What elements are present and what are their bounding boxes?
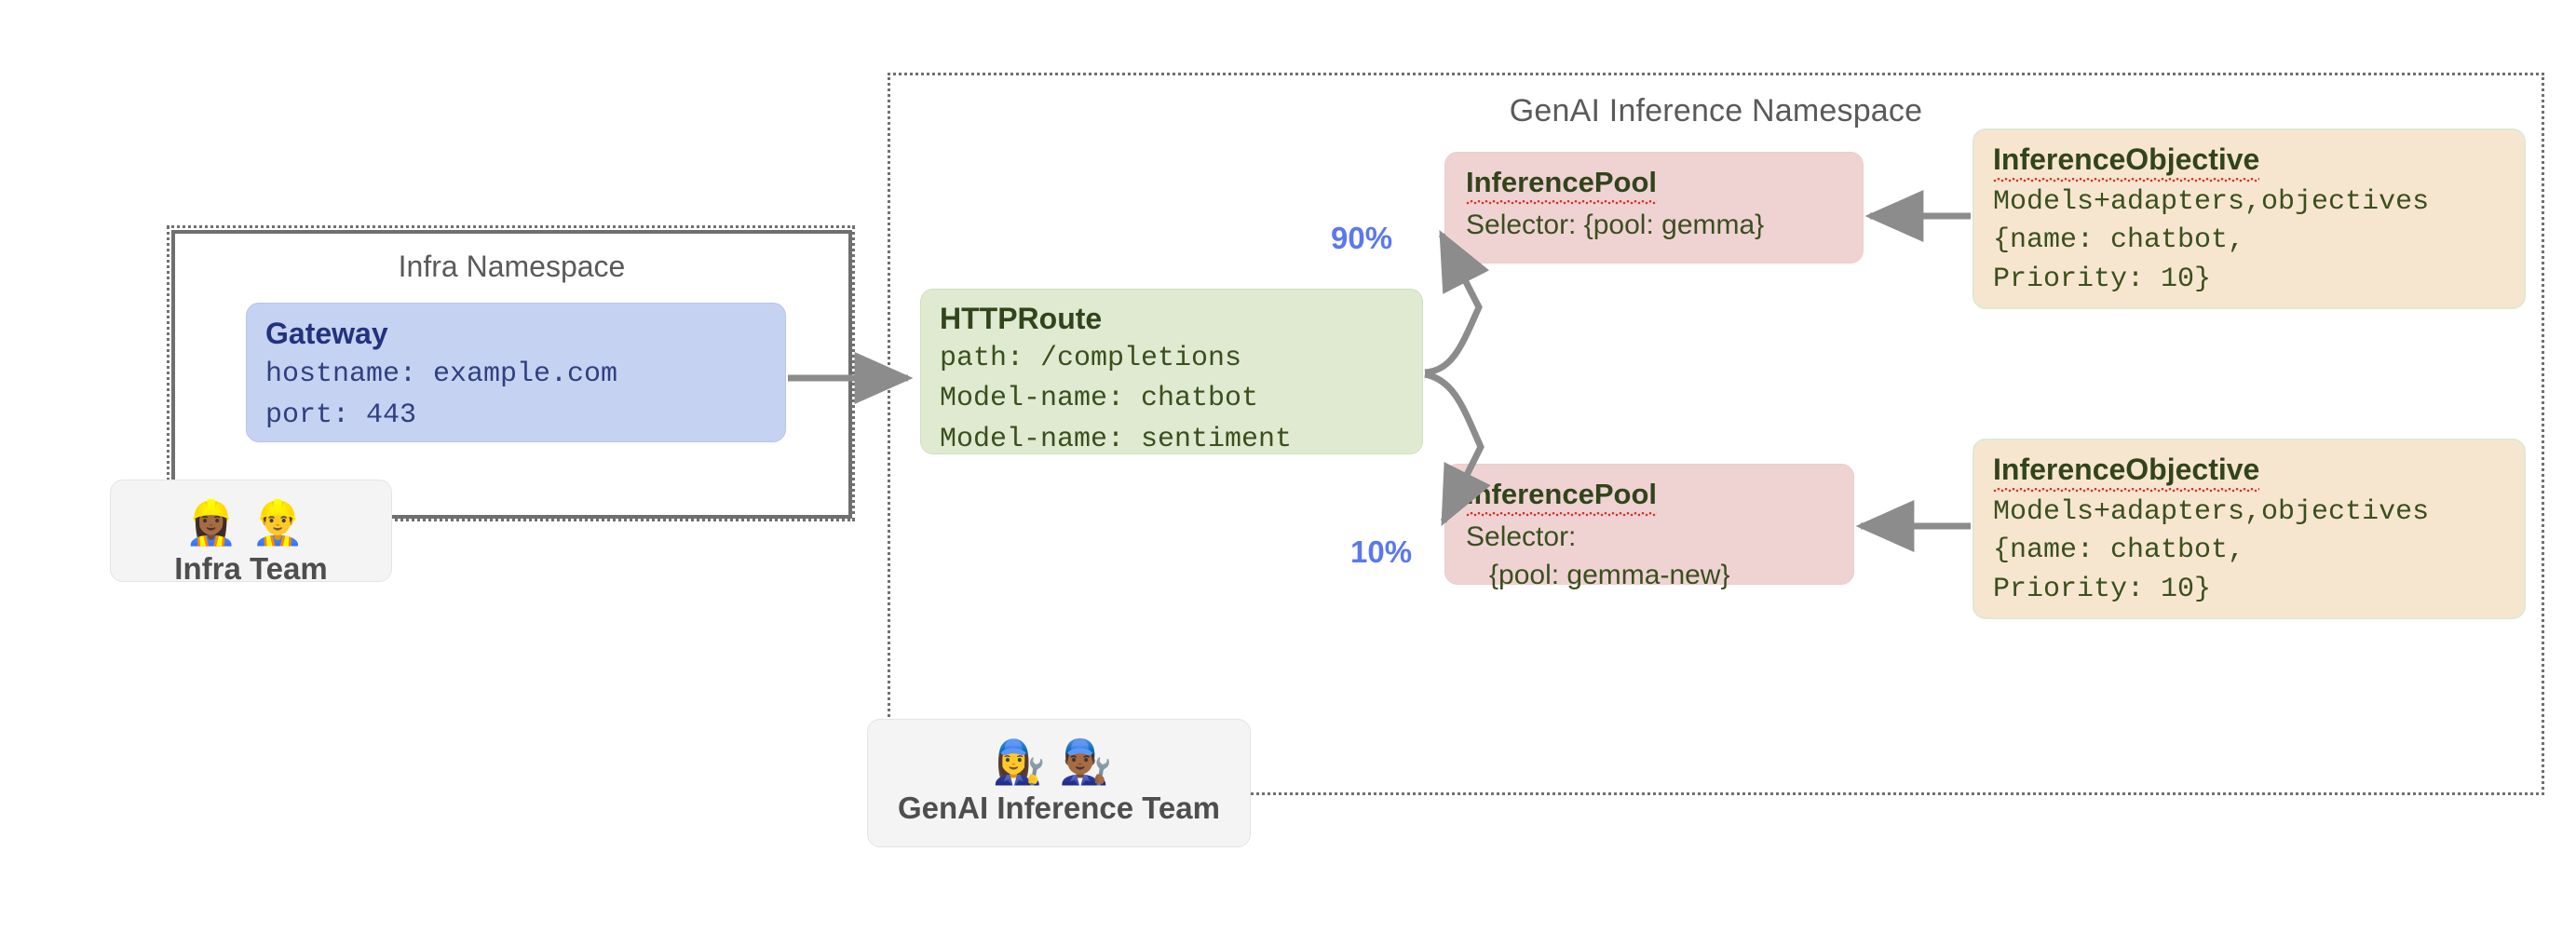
inferenceobjective-2-line-1: Models+adapters,objectives [1993,495,2430,528]
genai-inference-namespace-container [888,73,2544,795]
inferenceobjective-1-line-2: {name: chatbot, [1993,224,2245,257]
httproute-title: HTTPRoute [940,302,1103,335]
inferencepool-gemma-selector: Selector: {pool: gemma} [1466,209,1765,240]
httproute-model-chatbot-line: Model-name: chatbot [940,383,1259,415]
construction-worker-icon: 👷🏾‍♀️👷‍♂️ [184,498,318,547]
genai-inference-team-badge[interactable]: 👩‍🔧👨🏾‍🔧 GenAI Inference Team [867,719,1251,847]
inferencepool-gemma-new-selector-label: Selector: [1466,521,1577,552]
mechanic-icon: 👩‍🔧👨🏾‍🔧 [992,737,1126,786]
inferenceobjective-2-card[interactable]: InferenceObjective Models+adapters,objec… [1973,439,2526,619]
inferencepool-gemma-new-card[interactable]: InferencePool Selector: {pool: gemma-new… [1444,464,1854,590]
infra-team-label: Infra Team [174,551,328,586]
infra-namespace-title: Infra Namespace [398,250,626,283]
inferenceobjective-2-title: InferenceObjective [1993,453,2505,493]
genai-inference-namespace-title: GenAI Inference Namespace [1509,93,1923,128]
inferencepool-gemma-new-selector-value: {pool: gemma-new} [1466,560,1730,591]
gateway-port-line: port: 443 [265,399,417,432]
genai-inference-team-label: GenAI Inference Team [897,791,1220,825]
httproute-path-line: path: /completions [940,342,1242,374]
inferenceobjective-1-line-1: Models+adapters,objectives [1993,185,2430,218]
gateway-card[interactable]: Gateway hostname: example.com port: 443 [246,303,786,442]
inferenceobjective-2-line-2: {name: chatbot, [1993,534,2245,567]
inferenceobjective-1-line-3: Priority: 10} [1993,263,2212,295]
gateway-hostname-line: hostname: example.com [265,358,618,390]
inferencepool-gemma-title: InferencePool [1466,166,1842,205]
inferencepool-gemma-new-title: InferencePool [1466,478,1833,517]
infra-namespace-dotted-outline [167,225,855,521]
inferenceobjective-1-card[interactable]: InferenceObjective Models+adapters,objec… [1973,128,2526,309]
inferenceobjective-1-title: InferenceObjective [1993,142,2505,183]
inferencepool-gemma-card[interactable]: InferencePool Selector: {pool: gemma} [1444,152,1864,264]
inferenceobjective-2-line-3: Priority: 10} [1993,573,2212,605]
gateway-title: Gateway [265,317,388,350]
httproute-model-sentiment-line: Model-name: sentiment [940,423,1293,455]
httproute-card[interactable]: HTTPRoute path: /completions Model-name:… [920,289,1423,455]
weight-label-10: 10% [1350,534,1413,569]
infra-team-badge[interactable]: 👷🏾‍♀️👷‍♂️ Infra Team [110,480,392,586]
weight-label-90: 90% [1331,221,1393,255]
